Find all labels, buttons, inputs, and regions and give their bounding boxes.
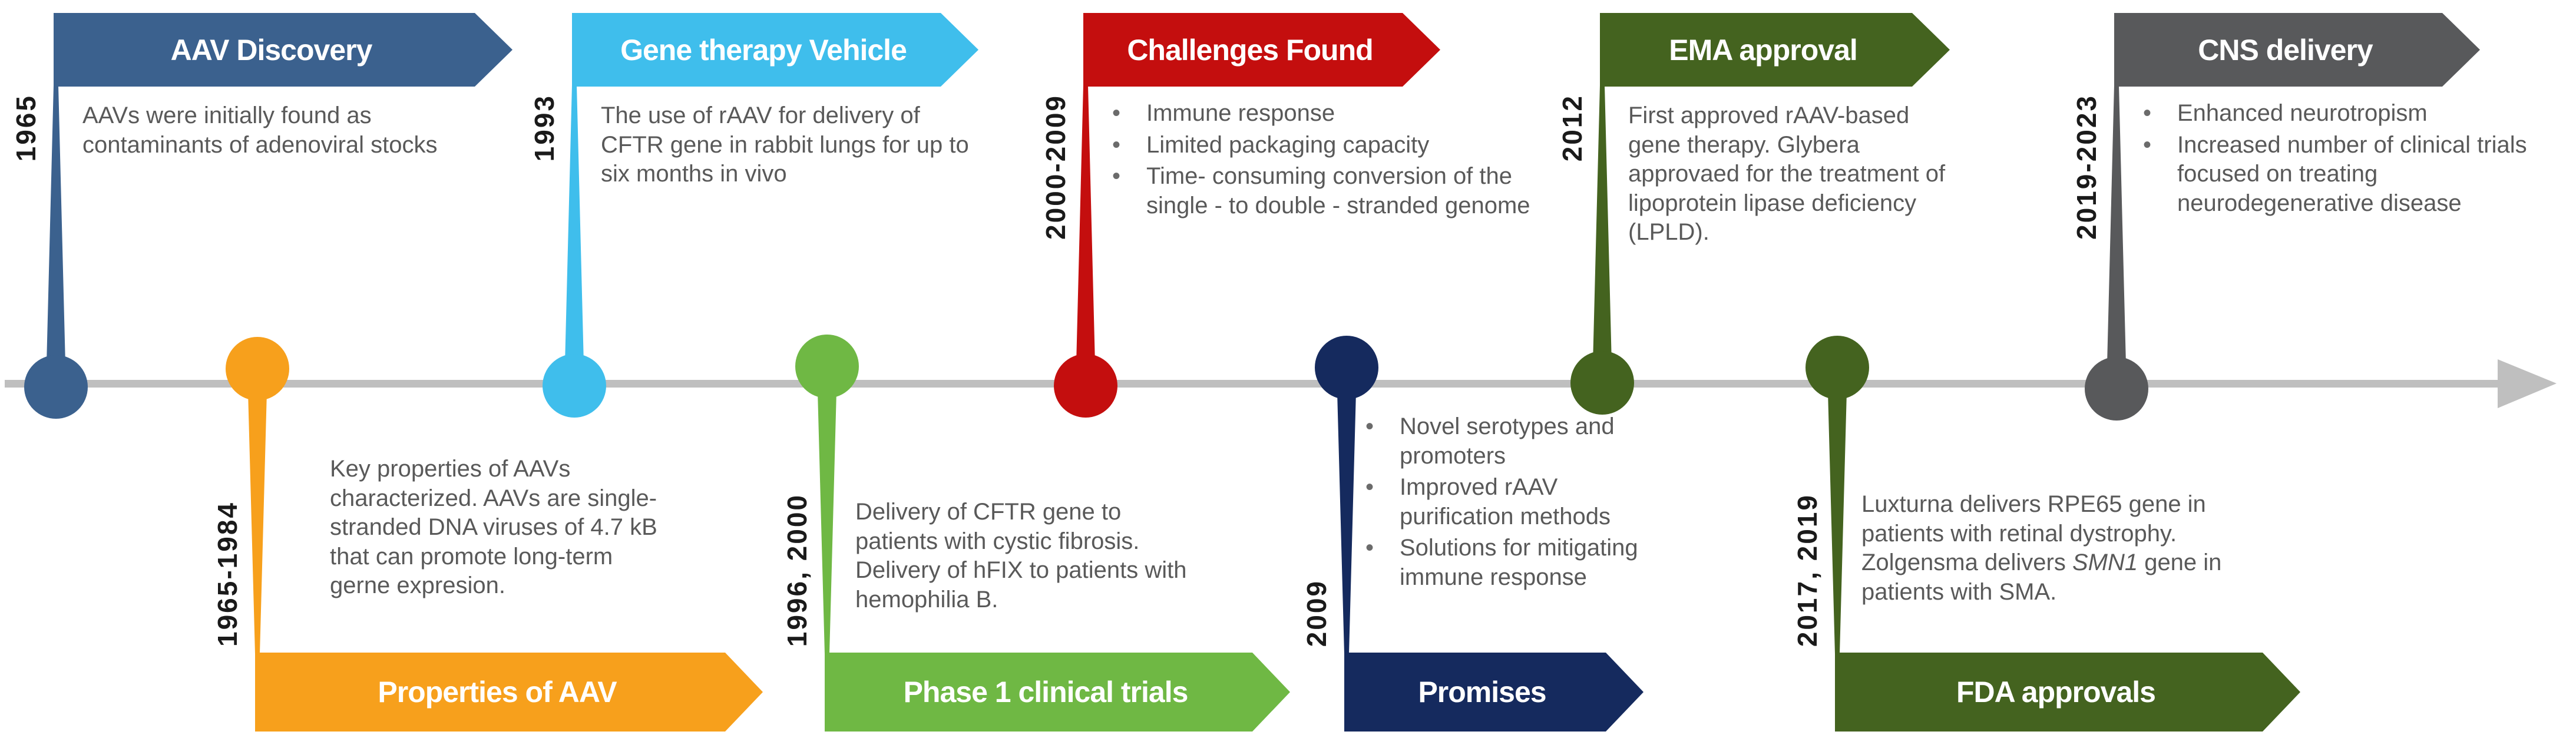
marker-1996-2000-drop bbox=[795, 335, 859, 654]
event-banner-challenges-found: Challenges Found bbox=[1083, 13, 1440, 87]
bullet-item: Enhanced neurotropism bbox=[2138, 99, 2551, 128]
bullet-item: Immune response bbox=[1107, 99, 1532, 128]
timeline-axis bbox=[5, 380, 2498, 388]
event-banner-promises: Promises bbox=[1344, 653, 1644, 732]
text-run: gene in patients with SMA. bbox=[1861, 550, 2222, 605]
event-banner-fda-approvals: FDA approvals bbox=[1835, 653, 2300, 732]
marker-1965-1984-drop bbox=[226, 337, 289, 654]
event-title: CNS delivery bbox=[2198, 33, 2373, 67]
event-year: 2019-2023 bbox=[2071, 94, 2102, 240]
event-year: 2000-2009 bbox=[1040, 94, 1071, 240]
event-bullet-list: Enhanced neurotropismIncreased number of… bbox=[2138, 99, 2551, 220]
marker-2019-2023-drop bbox=[2085, 85, 2148, 421]
axis-arrowhead-icon bbox=[2498, 359, 2557, 408]
event-title: Phase 1 clinical trials bbox=[903, 676, 1188, 709]
marker-2017-2019-drop bbox=[1805, 336, 1869, 654]
italic-text-run: SMN1 bbox=[2072, 550, 2138, 576]
event-year: 2017, 2019 bbox=[1792, 493, 1823, 647]
event-description: Luxturna delivers RPE65 gene in patients… bbox=[1861, 490, 2274, 607]
event-description: Key properties of AAVs characterized. AA… bbox=[330, 456, 657, 599]
bullet-item: Solutions for mitigating immune response bbox=[1361, 534, 1673, 592]
event-title: AAV Discovery bbox=[170, 33, 372, 67]
bullet-item: Time- consuming conversion of the single… bbox=[1107, 162, 1532, 220]
event-year: 1996, 2000 bbox=[782, 493, 812, 647]
event-banner-gene-therapy-vehicle: Gene therapy Vehicle bbox=[572, 13, 978, 87]
bullet-item: Novel serotypes and promoters bbox=[1361, 412, 1673, 471]
marker-1993-drop bbox=[543, 85, 606, 418]
event-title: EMA approval bbox=[1669, 33, 1857, 67]
event-banner-phase-1-clinical-trials: Phase 1 clinical trials bbox=[825, 653, 1290, 732]
event-banner-properties-of-aav: Properties of AAV bbox=[255, 653, 763, 732]
text-run: Luxturna delivers RPE65 gene in patients… bbox=[1861, 491, 2206, 576]
event-banner-ema-approval: EMA approval bbox=[1600, 13, 1950, 87]
bullet-item: Increased number of clinical trials focu… bbox=[2138, 131, 2551, 219]
event-title: Challenges Found bbox=[1127, 33, 1373, 67]
marker-1965-drop bbox=[24, 85, 88, 419]
marker-2012-drop bbox=[1570, 85, 1634, 415]
event-year: 1965-1984 bbox=[212, 501, 243, 647]
bullet-item: Improved rAAV purification methods bbox=[1361, 473, 1673, 531]
event-banner-cns-delivery: CNS delivery bbox=[2114, 13, 2480, 87]
event-year: 2012 bbox=[1557, 94, 1588, 162]
event-year: 2009 bbox=[1301, 579, 1332, 647]
event-title: Gene therapy Vehicle bbox=[620, 33, 907, 67]
marker-2009-drop bbox=[1315, 336, 1378, 654]
event-bullet-list: Novel serotypes and promotersImproved rA… bbox=[1361, 412, 1673, 595]
event-description: The use of rAAV for delivery of CFTR gen… bbox=[601, 102, 969, 187]
event-year: 1993 bbox=[529, 94, 560, 162]
event-title: Properties of AAV bbox=[378, 676, 617, 709]
bullet-item: Limited packaging capacity bbox=[1107, 131, 1532, 160]
event-title: FDA approvals bbox=[1956, 676, 2155, 709]
event-bullet-list: Immune responseLimited packaging capacit… bbox=[1107, 99, 1532, 223]
event-year: 1965 bbox=[11, 94, 41, 162]
event-title: Promises bbox=[1418, 676, 1546, 709]
event-description: AAVs were initially found as contaminant… bbox=[82, 102, 438, 158]
event-banner-aav-discovery: AAV Discovery bbox=[54, 13, 512, 87]
marker-2000-2009-drop bbox=[1054, 85, 1117, 418]
event-description: Delivery of CFTR gene to patients with c… bbox=[855, 499, 1187, 613]
event-description: First approved rAAV-based gene therapy. … bbox=[1628, 102, 1946, 246]
